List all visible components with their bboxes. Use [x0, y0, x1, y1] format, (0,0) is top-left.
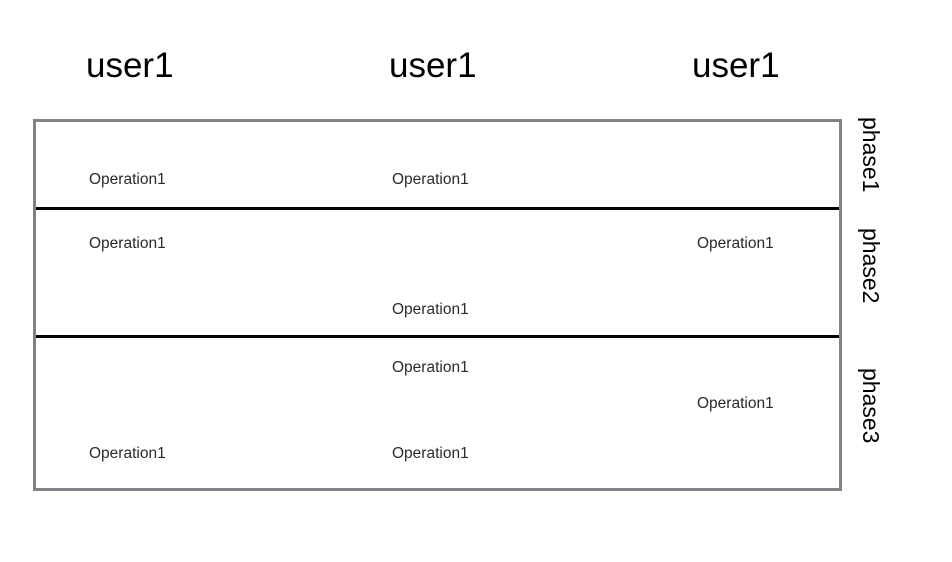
lane-header-user-1: user1 — [86, 46, 174, 85]
phase-row-phase3: Operation1 Operation1 Operation1 Operati… — [36, 338, 839, 491]
operation-node[interactable]: Operation1 — [392, 359, 469, 376]
operation-node[interactable]: Operation1 — [392, 301, 469, 318]
operation-node[interactable]: Operation1 — [89, 445, 166, 462]
operation-node[interactable]: Operation1 — [697, 235, 774, 252]
phase-grid: Operation1 Operation1 Operation1 Operati… — [33, 119, 842, 491]
operation-node[interactable]: Operation1 — [89, 235, 166, 252]
phase-row-phase1: Operation1 Operation1 — [36, 122, 839, 210]
operation-node[interactable]: Operation1 — [392, 171, 469, 188]
phase-row-phase2: Operation1 Operation1 Operation1 — [36, 210, 839, 338]
operation-node[interactable]: Operation1 — [392, 445, 469, 462]
lane-header-user-3: user1 — [692, 46, 780, 85]
phase-label-phase2: phase2 — [858, 228, 884, 304]
phase-label-phase3: phase3 — [858, 368, 884, 444]
operation-node[interactable]: Operation1 — [697, 395, 774, 412]
lane-header-user-2: user1 — [389, 46, 477, 85]
operation-node[interactable]: Operation1 — [89, 171, 166, 188]
phase-label-phase1: phase1 — [858, 117, 884, 193]
